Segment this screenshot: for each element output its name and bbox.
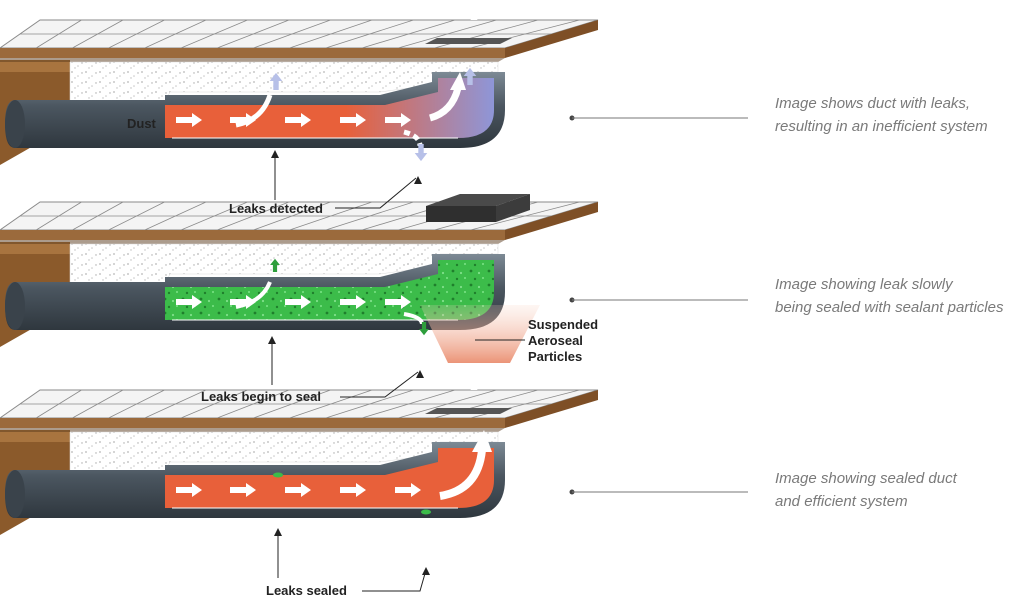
leak-arrow-icon (466, 369, 482, 390)
outlet-arrow-icon (472, 430, 492, 452)
aeroseal-injector-icon (426, 194, 530, 206)
airflow-arrow-icon (385, 113, 411, 127)
airflow-arrow-icon (285, 295, 311, 309)
label-particles: Aeroseal (528, 333, 583, 348)
leak-flow (235, 94, 273, 128)
ceiling-edge-side (505, 390, 598, 428)
ceiling-tiles (0, 19, 599, 49)
leak-arrow-icon (463, 67, 477, 85)
ceiling-shadow (0, 58, 505, 62)
ceiling-edge-front (0, 418, 505, 428)
airflow-arrow-icon (176, 483, 202, 497)
leak-arrow-icon (414, 144, 428, 162)
outlet-arrow-icon (428, 87, 462, 122)
duct-opening (5, 282, 25, 330)
label-leaks-detected: Leaks detected (229, 201, 323, 216)
airflow-arrow-icon (176, 113, 202, 127)
label-leaks-begin-to-seal: Leaks begin to seal (201, 389, 321, 404)
callout-arrowhead (271, 150, 279, 158)
aeroseal-injector-icon (496, 194, 530, 222)
airflow-arrow-icon (385, 295, 411, 309)
airflow-arrow-icon (285, 113, 311, 127)
callout-arrowhead (274, 528, 282, 536)
duct-opening (5, 470, 25, 518)
callout-line (362, 569, 427, 592)
sealed-leak (273, 472, 283, 478)
caption-line: Image showing sealed duct (775, 470, 957, 487)
panel-2 (0, 194, 599, 347)
label-particles: Particles (528, 349, 582, 364)
wall-top (0, 242, 70, 254)
callout-line (340, 371, 419, 398)
outlet-arrow-icon (450, 72, 466, 90)
ceiling-shadow (0, 240, 505, 244)
airflow-arrow-icon (340, 483, 366, 497)
duct-opening (5, 100, 25, 148)
caption-line: being sealed with sealant particles (775, 299, 1004, 316)
leak-arrow-icon (269, 72, 283, 90)
airflow-arrow-icon (340, 295, 366, 309)
caption-line: resulting in an inefficient system (775, 118, 988, 135)
leak-arrow-icon (270, 258, 280, 272)
caption-panel-2: Image showing leak slowly being sealed w… (775, 273, 1003, 319)
label-leaks-sealed: Leaks sealed (266, 583, 347, 598)
wall-top (0, 430, 70, 442)
callout-arrowhead (416, 370, 424, 378)
airflow-arrow-icon (176, 295, 202, 309)
airflow-arrow-icon (395, 483, 421, 497)
callout-arrowhead (422, 567, 430, 575)
wall-top (0, 60, 70, 72)
aeroseal-injector-icon (426, 206, 496, 222)
leak-flow (235, 281, 272, 309)
airflow-arrow-icon (285, 483, 311, 497)
callout-arrowhead (268, 336, 276, 344)
airflow-arrow-icon (230, 113, 256, 127)
ceiling-edge-side (505, 202, 598, 240)
caption-panel-3: Image showing sealed duct and efficient … (775, 467, 957, 513)
vent-grille (425, 38, 512, 44)
ceiling-edge-side (505, 20, 598, 58)
ceiling-edge-front (0, 230, 505, 240)
panel-3 (0, 305, 599, 535)
caption-line: Image shows duct with leaks, (775, 95, 971, 112)
panel-1 (0, 0, 599, 165)
callout-line (335, 177, 417, 209)
ceiling-vent-icon (420, 305, 540, 363)
vent-grille (425, 408, 512, 414)
airflow-arrow-icon (230, 295, 256, 309)
caption-line: and efficient system (775, 493, 908, 510)
leak-arrow-icon (419, 322, 429, 336)
callout-arrowhead (414, 176, 422, 184)
label-dust: Dust (127, 116, 157, 131)
leak-arrow-icon (466, 0, 482, 20)
sealed-leak (421, 509, 431, 515)
ceiling-shadow (0, 428, 505, 432)
outlet-arrow-icon (439, 449, 486, 500)
ceiling-edge-front (0, 48, 505, 58)
caption-panel-1: Image shows duct with leaks, resulting i… (775, 92, 988, 138)
label-particles: Suspended (528, 317, 598, 332)
leak-flow (403, 312, 424, 325)
airflow-arrow-icon (340, 113, 366, 127)
airflow-arrow-icon (230, 483, 256, 497)
caption-line: Image showing leak slowly (775, 276, 953, 293)
